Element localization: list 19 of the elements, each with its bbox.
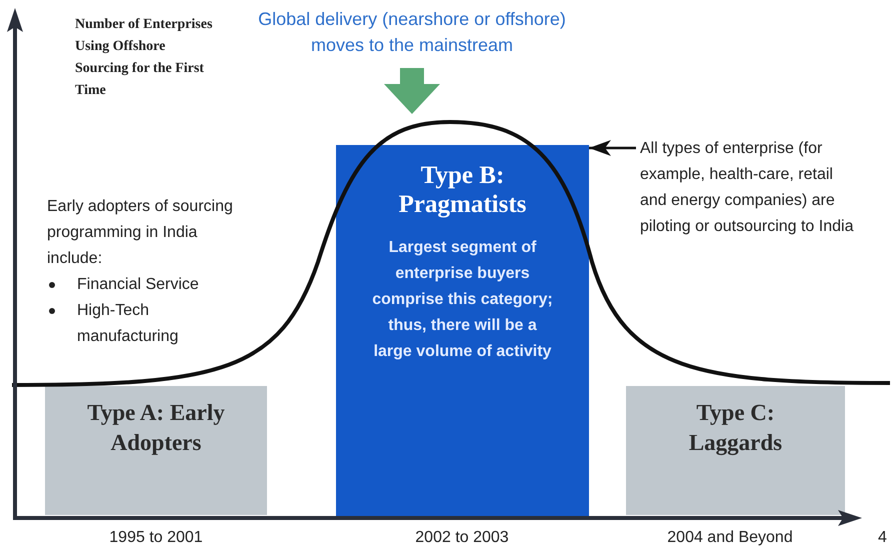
bullet-item: High-Tech manufacturing (77, 301, 180, 347)
page-number: 4 (878, 528, 887, 548)
category-box (336, 145, 589, 516)
arrow (384, 68, 440, 114)
axis-label: 2004 and Beyond (666, 528, 794, 548)
category-box (626, 386, 845, 515)
annotation-text: Early adopters of sourcing programming in India include: (47, 197, 234, 269)
axis-label: 2002 to 2003 (414, 528, 510, 548)
axis-label: 1995 to 2001 (108, 528, 204, 548)
axis-title: Number of Enterprises Using Offshore Sourcing for the First Time (75, 16, 214, 100)
annotation-text: All types of enterprise (for example, health-care, retail and energy companies) are piloting or outsourcing to India (640, 136, 862, 240)
category-box (45, 386, 267, 515)
arrow (589, 140, 636, 156)
category-description: Largest segment of enterprise buyers comprise this category; thus, there will be a large volume of activity (371, 238, 554, 362)
annotation-text: Global delivery (nearshore or offshore) moves to the mainstream (252, 6, 572, 58)
category-title: Type A: Early Adopters (86, 399, 226, 457)
bullet-item: Financial Service (77, 275, 200, 295)
category-title: Type C: Laggards (688, 399, 784, 458)
category-title: Type B: Pragmatists (398, 161, 528, 219)
